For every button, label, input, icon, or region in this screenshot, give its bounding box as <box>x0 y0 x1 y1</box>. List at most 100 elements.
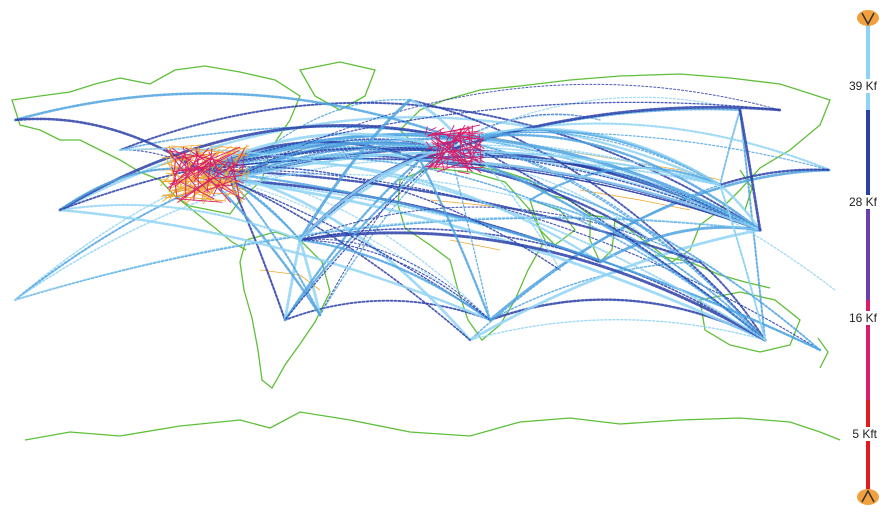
flight-route <box>298 238 492 322</box>
flight-route <box>739 109 766 341</box>
flight-route <box>298 231 767 342</box>
flight-route <box>229 179 491 321</box>
hub-route-segment <box>166 150 240 189</box>
hub-route-segment <box>428 128 469 170</box>
flight-route <box>14 159 421 301</box>
chevron-handle-icon[interactable] <box>857 489 879 505</box>
hub-route-segment <box>225 174 247 199</box>
hub-route-segment <box>205 145 248 200</box>
flight-route <box>319 159 421 316</box>
flight-route <box>229 179 471 341</box>
flight-route <box>14 217 761 301</box>
hub-route-segment <box>454 131 461 139</box>
coastlines <box>11 61 841 441</box>
flight-route <box>229 146 421 181</box>
hub-route-segment <box>182 146 191 174</box>
hub-route-segment <box>436 138 445 172</box>
hub-route-segment <box>446 135 485 152</box>
hub-route-segment <box>176 154 205 160</box>
hub-route-segment <box>174 198 223 203</box>
flight-route <box>719 109 741 186</box>
hub-route-segment <box>200 168 231 203</box>
flight-route <box>459 139 766 341</box>
hub-route-segment <box>205 179 245 200</box>
hub-route-segment <box>215 159 229 167</box>
flight-route <box>199 101 781 171</box>
flight-route <box>198 168 822 352</box>
hub-route-segment <box>425 162 444 168</box>
flight-route <box>198 141 452 172</box>
chevron-handle-icon[interactable] <box>857 10 879 26</box>
hub-route-segment <box>178 180 215 200</box>
legend-label-5kft: 5 Kft <box>851 427 878 441</box>
flight-route <box>299 239 491 321</box>
hub-route-segment <box>165 148 200 192</box>
hub-route-segment <box>455 137 479 162</box>
hub-route-segment <box>231 155 241 202</box>
flight-route <box>718 183 762 232</box>
flight-route <box>199 157 761 231</box>
hub-route-segment <box>206 148 213 193</box>
legend-label-39kf: 39 Kf <box>847 79 878 93</box>
flight-route <box>459 131 721 186</box>
flight-route <box>718 168 832 187</box>
flight-route <box>449 149 491 321</box>
hub-route-segment <box>435 130 441 158</box>
hub-route-segment <box>431 131 479 136</box>
flight-route <box>719 184 766 341</box>
hub-route-segment <box>245 170 250 181</box>
hub-route-segment <box>454 131 480 138</box>
hub-route-segment <box>463 151 481 155</box>
hub-route-segment <box>179 171 222 200</box>
hub-route-segment <box>212 178 222 197</box>
flight-route <box>228 178 767 342</box>
hub-route-segment <box>193 168 205 182</box>
flight-route <box>319 139 461 316</box>
flight-route <box>459 139 561 271</box>
flight-route <box>699 261 766 341</box>
flight-route <box>59 146 451 211</box>
hub-route-segment <box>192 165 212 170</box>
hub-route-segment <box>454 150 472 159</box>
hub-route-segment <box>479 159 485 163</box>
hub-route-segment <box>212 163 228 176</box>
hub-route-segment <box>431 127 445 135</box>
hub-route-segment <box>200 161 217 176</box>
flight-route <box>199 156 766 341</box>
flight-route <box>229 83 781 181</box>
hub-route-segment <box>228 166 243 175</box>
hub-route-segment <box>426 124 481 137</box>
flight-route <box>229 144 761 231</box>
hub-route-segment <box>429 127 437 131</box>
hub-route-segment <box>202 193 212 202</box>
flight-route <box>298 98 412 242</box>
hub-route-segment <box>241 155 245 173</box>
hub-route-segment <box>172 177 209 181</box>
hub-route-segment <box>196 150 199 159</box>
flight-route <box>738 108 762 232</box>
hub-route-segment <box>463 135 485 149</box>
flight-route <box>459 139 766 341</box>
flight-route <box>58 208 492 322</box>
hub-route-segment <box>168 150 244 166</box>
hub-route-segment <box>229 148 245 178</box>
hub-route-segment <box>171 165 178 185</box>
hub-route-segment <box>424 126 428 136</box>
hub-route-segment <box>425 141 435 152</box>
hub-route-segment <box>176 147 209 182</box>
hub-route-segment <box>429 129 466 164</box>
flight-route <box>298 238 322 317</box>
hub-route-segment <box>180 159 194 161</box>
flight-route <box>58 203 302 242</box>
flight-route <box>14 137 461 301</box>
flight-route <box>298 148 452 242</box>
flight-route <box>199 169 821 351</box>
hub-route-segment <box>177 166 230 203</box>
hub-route-segment <box>165 172 243 194</box>
hub-route-segment <box>472 136 479 153</box>
hub-route-segment <box>424 166 484 169</box>
hub-route-segment <box>173 167 208 173</box>
hub-route-segment <box>219 147 241 158</box>
flight-route <box>284 299 491 321</box>
flight-route <box>488 168 832 322</box>
